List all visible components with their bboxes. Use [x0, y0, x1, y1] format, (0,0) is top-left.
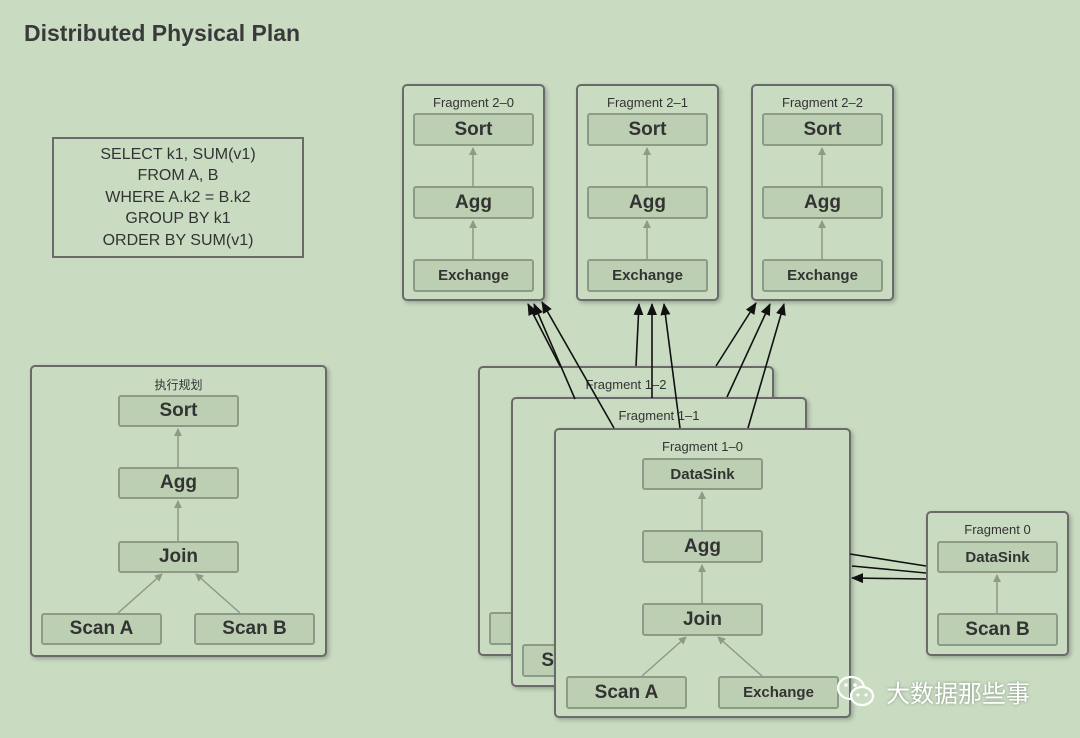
fragment-2-2-exchange-node: Exchange [762, 259, 883, 292]
sql-line: SELECT k1, SUM(v1) [100, 145, 256, 163]
fragment-1-0-join-node: Join [642, 603, 763, 636]
fragment-2-1-title: Fragment 2–1 [607, 95, 688, 110]
exec-plan-edges [117, 428, 241, 614]
fragment-1-0-edges [641, 491, 763, 677]
fragment-0-title: Fragment 0 [964, 522, 1031, 537]
exec-join-node: Join [118, 541, 239, 573]
page-title: Distributed Physical Plan [24, 20, 301, 46]
fragment-2-2-agg-node: Agg [762, 186, 883, 219]
fragment-2-2-title: Fragment 2–2 [782, 95, 863, 110]
wechat-icon [836, 675, 875, 706]
sql-line: ORDER BY SUM(v1) [102, 231, 254, 249]
fragment-1-0-title: Fragment 1–0 [662, 439, 743, 454]
exec-scan-a-node: Scan A [41, 613, 162, 645]
exec-sort-node: Sort [118, 395, 239, 427]
fragment-2-1-sort-node: Sort [587, 113, 708, 146]
fragment-2-1-agg-node: Agg [587, 186, 708, 219]
watermark-text: 大数据那些事 [886, 681, 1030, 708]
watermark: 大数据那些事 [836, 674, 1030, 709]
sql-line: FROM A, B [137, 167, 219, 185]
fragment-1-0-agg-node: Agg [642, 530, 763, 563]
exec-plan-title: 执行规划 [154, 378, 203, 392]
fragment-2-1-exchange-node: Exchange [587, 259, 708, 292]
fragment-2-0-exchange-node: Exchange [413, 259, 534, 292]
exec-agg-node: Agg [118, 467, 239, 499]
fragment-2-0-title: Fragment 2–0 [433, 95, 514, 110]
fragment-2-2-sort-node: Sort [762, 113, 883, 146]
fragment-1-0-datasink-node: DataSink [642, 458, 763, 490]
fragment-2-0-sort-node: Sort [413, 113, 534, 146]
sql-line: GROUP BY k1 [125, 210, 231, 228]
sql-line: WHERE A.k2 = B.k2 [105, 188, 251, 206]
fragment-1-2-title: Fragment 1–2 [585, 377, 667, 392]
sql-query-box: SELECT k1, SUM(v1) FROM A, B WHERE A.k2 … [52, 137, 304, 258]
fragment-1-0-exchange-node: Exchange [718, 676, 839, 709]
fragment-1-0-scan-a-node: Scan A [566, 676, 687, 709]
broadcast-arrows [849, 553, 927, 584]
fragment-2-edges [469, 147, 826, 259]
fragment-0-datasink-node: DataSink [937, 541, 1058, 573]
fragment-2-0-agg-node: Agg [413, 186, 534, 219]
shuffle-arrows [527, 301, 786, 429]
fragment-0-scan-b-node: Scan B [937, 613, 1058, 646]
exec-scan-b-node: Scan B [194, 613, 315, 645]
